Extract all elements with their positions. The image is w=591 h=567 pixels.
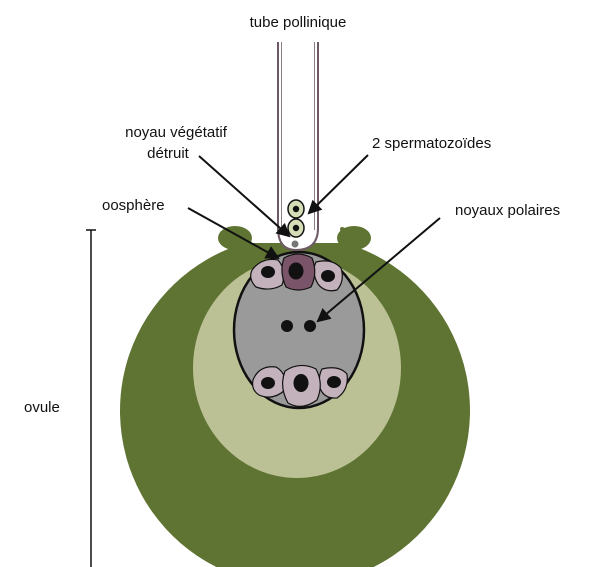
- sperm-cell-1-nucleus: [293, 206, 299, 212]
- micropyle-lip-right: [337, 226, 371, 250]
- label-noyaux-polaires: noyaux polaires: [455, 202, 560, 219]
- label-noyau-vegetatif-line2: détruit: [147, 145, 190, 162]
- arrow-noyau-vegetatif: [199, 156, 289, 236]
- sperm-cell-2-nucleus: [293, 225, 299, 231]
- antipodal-left-nucleus: [261, 377, 275, 389]
- label-ovule: ovule: [24, 399, 60, 416]
- antipodal-right-nucleus: [327, 376, 341, 388]
- synergid-left-nucleus: [261, 266, 275, 278]
- antipodal-center-nucleus: [294, 374, 309, 392]
- polar-nucleus-left: [281, 320, 293, 332]
- label-spermatozoides: 2 spermatozoïdes: [372, 135, 491, 152]
- polar-nucleus-right: [304, 320, 316, 332]
- oosphere-nucleus: [289, 263, 304, 280]
- label-tube-pollinique: tube pollinique: [250, 14, 347, 31]
- label-noyau-vegetatif-line1: noyau végétatif: [125, 124, 228, 141]
- vegetative-nucleus-remnant: [292, 241, 299, 248]
- micropyle-lip-left: [218, 226, 252, 250]
- label-oosphere: oosphère: [102, 197, 165, 214]
- synergid-right-nucleus: [321, 270, 335, 282]
